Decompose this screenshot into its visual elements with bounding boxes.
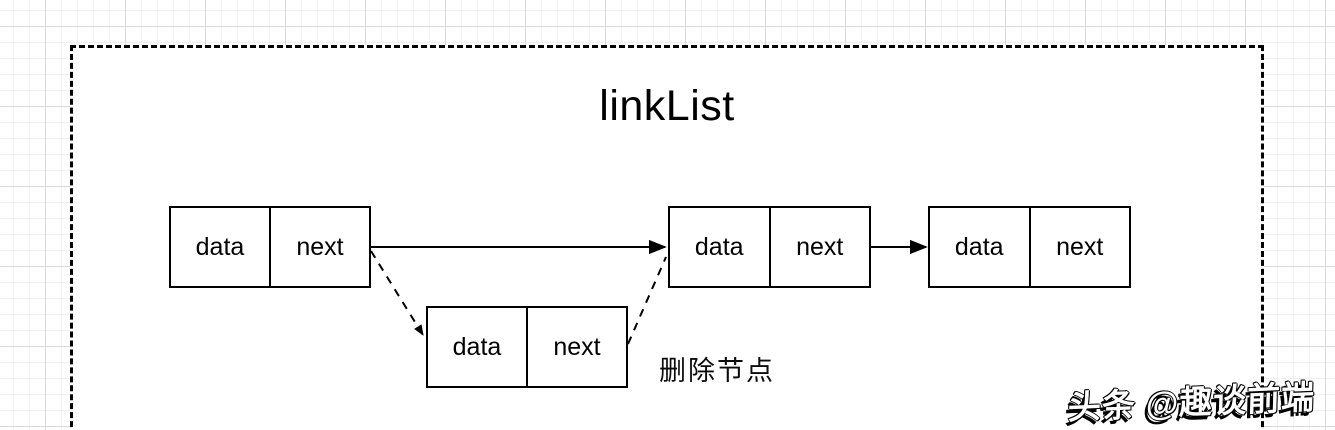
deleted-node-data-cell: data <box>428 308 528 386</box>
watermark-text: 头条 @趣谈前端 <box>1067 378 1316 427</box>
list-node-3: data next <box>928 206 1131 288</box>
node-2-data-cell: data <box>670 208 771 286</box>
node-1-next-cell: next <box>296 232 344 261</box>
node-1-data-cell: data <box>171 208 271 286</box>
deleted-node-next-cell: next <box>553 332 601 361</box>
list-node-2: data next <box>668 206 871 288</box>
node-3-data-cell: data <box>930 208 1031 286</box>
delete-node-label: 删除节点 <box>659 356 775 386</box>
node-3-next-cell: next <box>1056 232 1104 261</box>
list-node-1: data next <box>169 206 371 288</box>
deleted-list-node: data next <box>426 306 628 388</box>
diagram-title: linkList <box>599 82 735 130</box>
node-2-next-cell: next <box>796 232 844 261</box>
